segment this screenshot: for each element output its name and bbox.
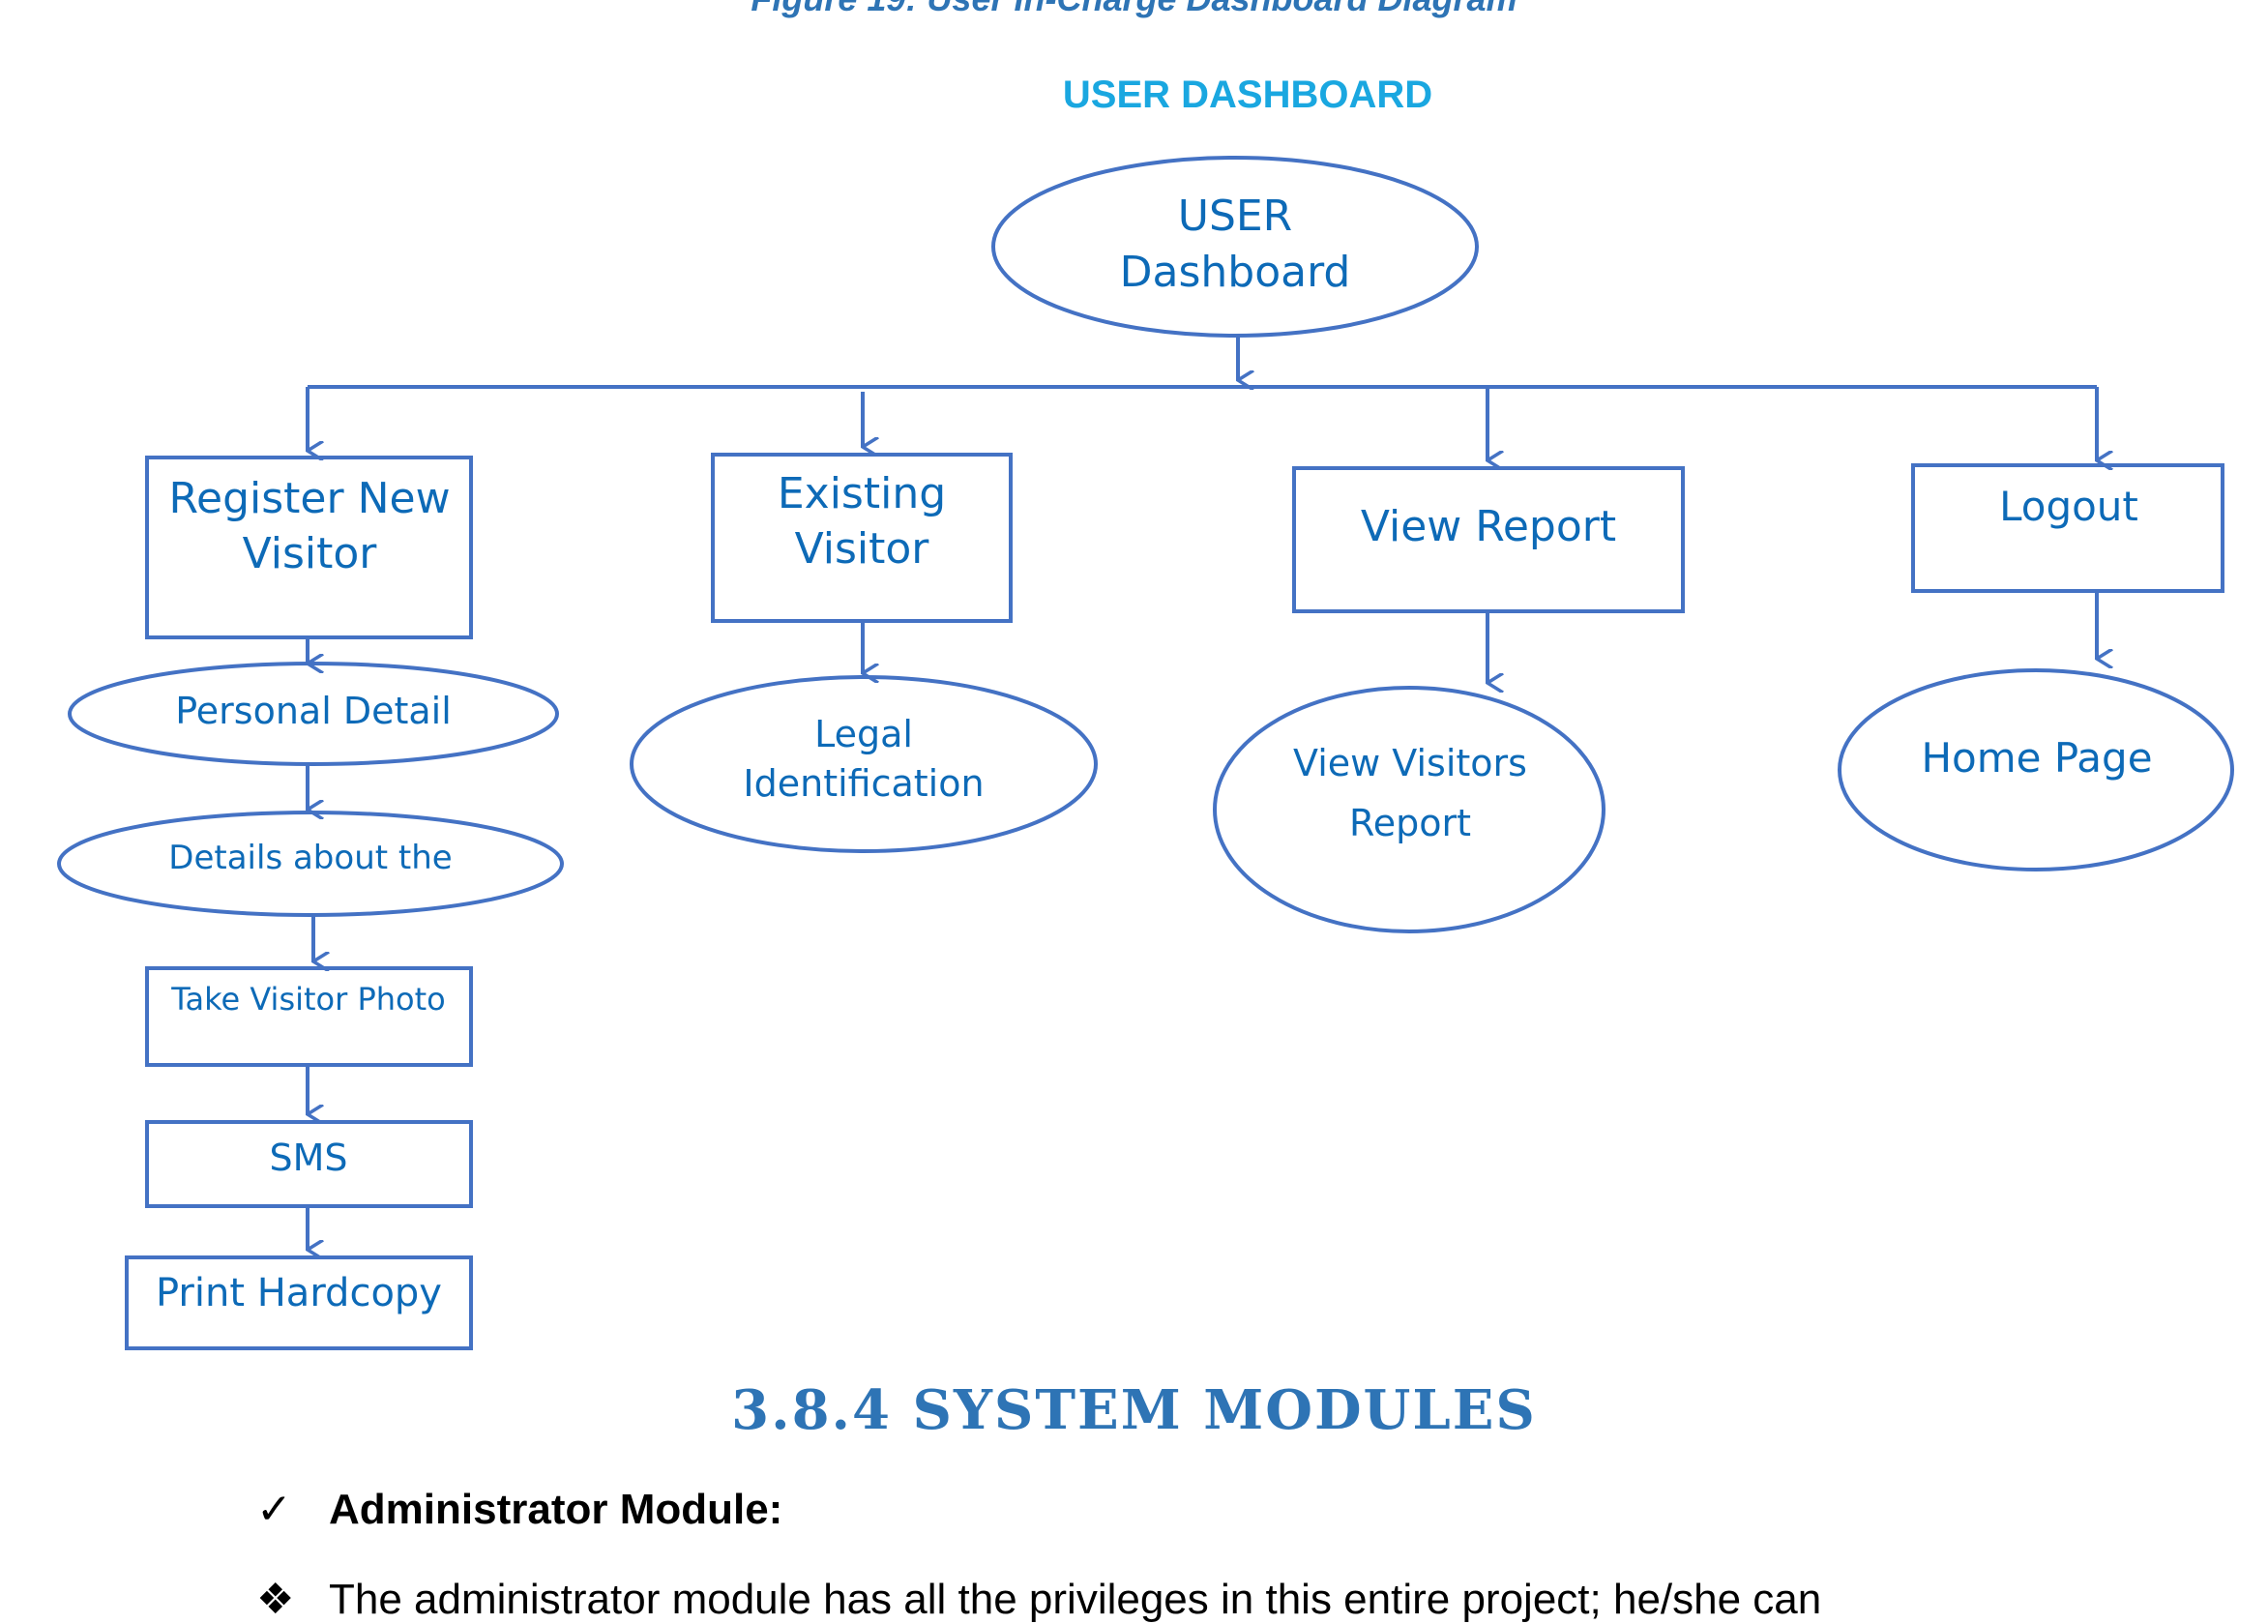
dashboard-diagram: USER Dashboard Register New Visitor Pers… <box>57 156 2234 1350</box>
root-label-line2: Dashboard <box>1120 248 1351 297</box>
view-report-label: View Report <box>1361 502 1616 551</box>
administrator-module-text: The administrator module has all the pri… <box>329 1576 1822 1623</box>
view-visitors-report-node <box>1213 686 1605 933</box>
diamond-bullet-icon: ❖ <box>256 1575 295 1624</box>
diagram-title: USER DASHBOARD <box>1062 74 1433 116</box>
personal-detail-label: Personal Detail <box>175 690 452 732</box>
existing-label-line1: Existing <box>778 469 946 518</box>
legal-label-line1: Legal <box>814 713 913 755</box>
existing-label-line2: Visitor <box>795 524 930 574</box>
print-hardcopy-node <box>125 1255 473 1350</box>
root-label-line1: USER <box>1178 192 1293 241</box>
details-about-label: Details about the <box>168 839 452 877</box>
logout-node <box>1911 463 2224 593</box>
print-hardcopy-label: Print Hardcopy <box>156 1271 442 1315</box>
logout-label: Logout <box>1999 483 2138 530</box>
administrator-module-item: ✓ Administrator Module: <box>256 1485 782 1534</box>
take-photo-label: Take Visitor Photo <box>170 981 445 1018</box>
check-icon: ✓ <box>256 1485 292 1534</box>
figure-caption: Figure 19: User In-Charge Dashboard Diag… <box>0 0 2268 19</box>
section-heading: 3.8.4 SYSTEM MODULES <box>731 1378 1537 1442</box>
view-visitors-label-line1: View Visitors <box>1293 742 1527 784</box>
administrator-module-description: ❖ The administrator module has all the pr… <box>256 1575 1821 1624</box>
administrator-module-label: Administrator Module: <box>329 1486 783 1533</box>
sms-label: SMS <box>269 1137 347 1179</box>
home-page-label: Home Page <box>1921 734 2152 782</box>
register-label-line1: Register New <box>168 474 450 523</box>
legal-label-line2: Identification <box>743 762 984 805</box>
legal-identification-node <box>630 675 1098 853</box>
personal-detail-node <box>68 662 559 766</box>
home-page-node <box>1838 668 2234 871</box>
details-about-node <box>57 811 564 917</box>
view-visitors-label-line2: Report <box>1349 802 1471 844</box>
register-label-line2: Visitor <box>243 529 378 578</box>
root-node <box>991 156 1479 338</box>
